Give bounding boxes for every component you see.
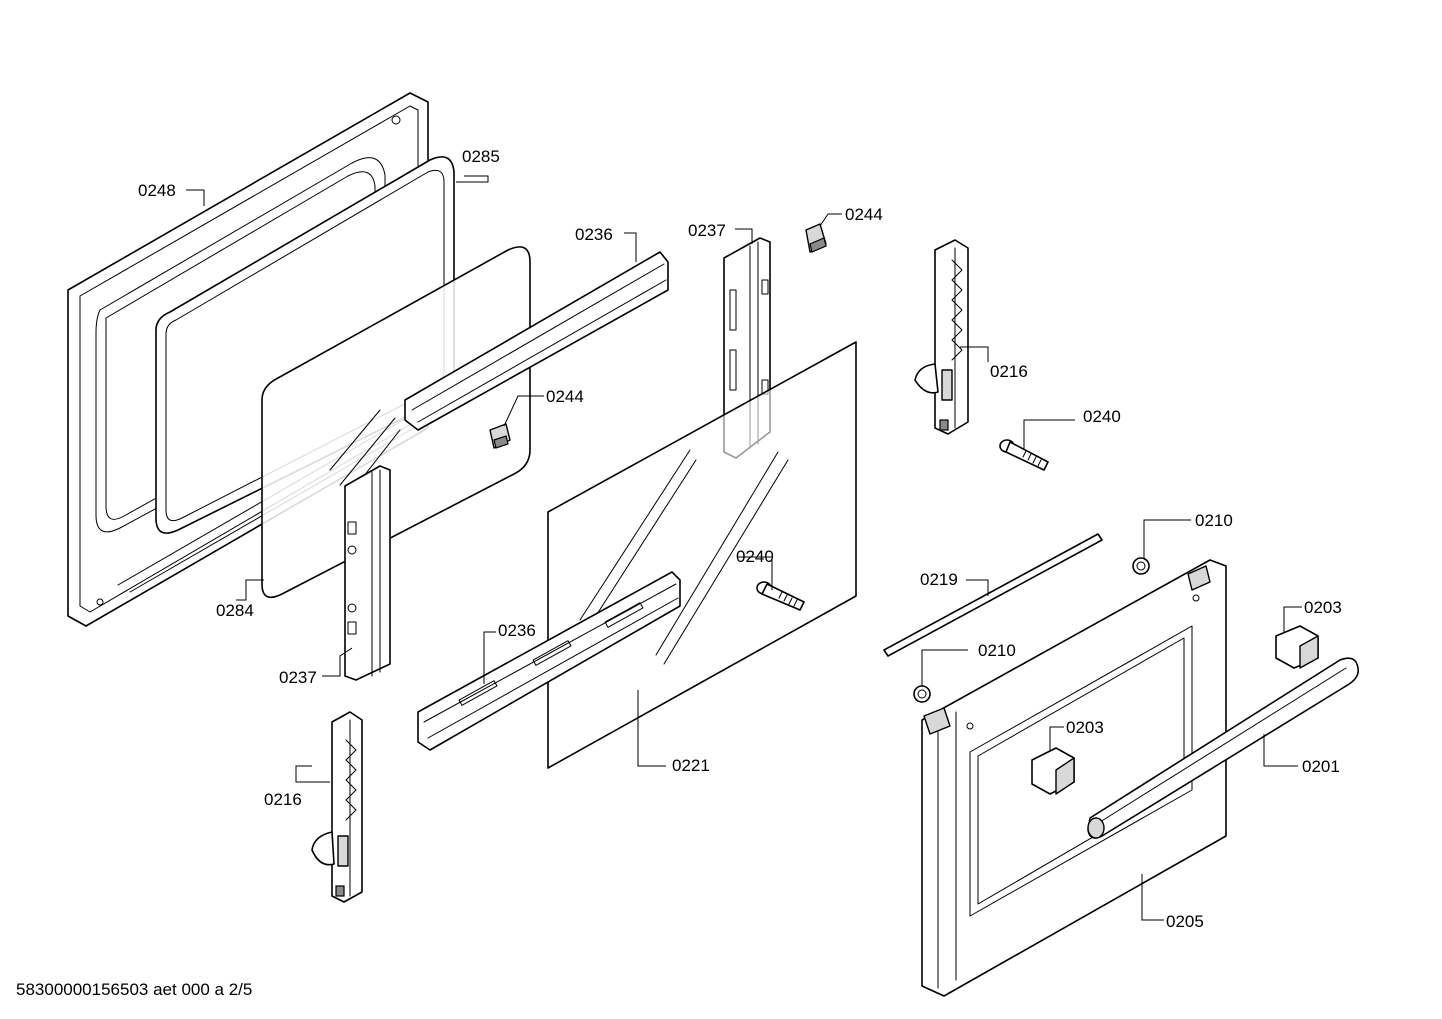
label-0244-mid: 0244 [546,387,584,406]
part-0216-hinge-right [914,239,969,435]
label-0244-top: 0244 [845,205,883,224]
label-0221: 0221 [672,756,710,775]
part-0210-cap-a [1132,557,1150,575]
leader-lines [186,175,1302,921]
label-0237-left: 0237 [279,668,317,687]
label-0240-mid: 0240 [736,547,774,566]
part-labels: 0248 0285 0236 0237 0244 0216 0244 0240 … [138,147,1342,931]
label-0210-top: 0210 [1195,511,1233,530]
part-0244-clip-a [489,423,511,449]
part-0221-large-glass [547,341,857,769]
part-0219-strip [883,533,1103,657]
drawing-reference-number: 58300000156503 aet 000 a 2/5 [16,980,253,999]
part-0236-bottom-rail [417,571,681,751]
label-0216-right: 0216 [990,362,1028,381]
label-0210-left: 0210 [978,641,1016,660]
label-0284: 0284 [216,601,254,620]
label-0285: 0285 [462,147,500,166]
part-0216-hinge-left [311,711,363,903]
part-0240-screw-b [756,581,805,611]
label-0240-top: 0240 [1083,407,1121,426]
label-0203-right: 0203 [1304,598,1342,617]
label-0219: 0219 [920,570,958,589]
part-0203-block-b [1031,747,1075,795]
label-0216-left: 0216 [264,790,302,809]
label-0236-bottom: 0236 [498,621,536,640]
label-0248: 0248 [138,181,176,200]
label-0237-top: 0237 [688,221,726,240]
label-0205: 0205 [1166,912,1204,931]
part-0244-clip-b [805,223,827,253]
part-0203-block-a [1275,625,1319,669]
part-0201-handle [1087,657,1360,839]
part-0237-bracket-left [344,465,391,681]
label-0201: 0201 [1302,757,1340,776]
label-0236-top: 0236 [575,225,613,244]
part-0236-top-rail [404,251,669,431]
label-0203-center: 0203 [1066,718,1104,737]
part-0210-cap-b [913,685,931,703]
part-0240-screw-a [999,439,1049,471]
